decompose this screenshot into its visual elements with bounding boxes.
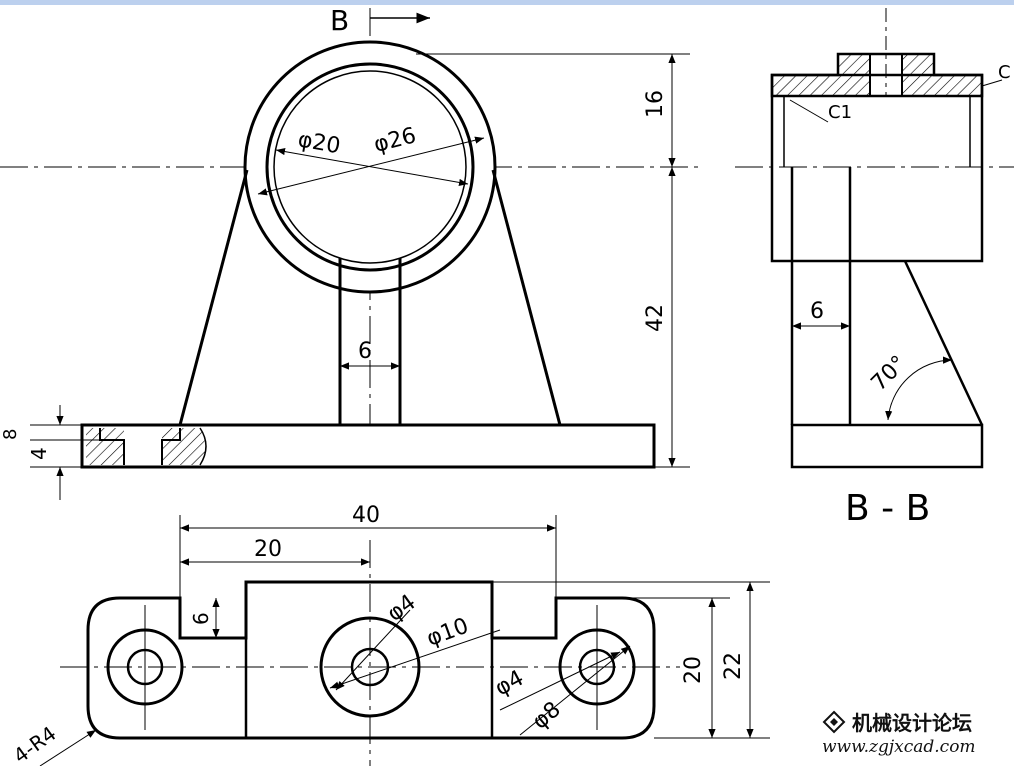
dim-r4-label: 4-R4 xyxy=(9,721,61,766)
phi4-right-leader xyxy=(499,651,621,711)
dim-42-label: 42 xyxy=(643,304,668,332)
top-view-text: 40 20 6 φ4 φ10 φ4 φ8 20 22 4-R4 xyxy=(9,503,746,766)
top-bar xyxy=(0,0,1014,5)
angle-arc xyxy=(885,356,953,421)
chamfer-leader xyxy=(789,99,829,123)
side-dim-rib-label: 6 xyxy=(810,299,824,324)
dim-20-label: 20 xyxy=(254,537,282,562)
left-leg xyxy=(178,169,249,426)
dim-20v-label: 20 xyxy=(681,656,706,684)
phi4-leader xyxy=(335,609,411,691)
dim-6-label: 6 xyxy=(189,612,213,625)
dia26-line xyxy=(257,136,485,196)
section-mark-label: B xyxy=(330,4,349,37)
dim-22v-label: 22 xyxy=(721,652,746,680)
watermark: 机械设计论坛 www.zgjxcad.com xyxy=(822,710,976,757)
dim-base-label: 4 xyxy=(27,447,51,460)
side-housing xyxy=(770,73,984,263)
center-hole-outer xyxy=(319,616,421,718)
phi10-leader xyxy=(329,629,501,689)
watermark-url: www.zgjxcad.com xyxy=(822,737,976,757)
side-view-text: C1 C 6 70° B - B xyxy=(810,62,1011,529)
r4-leader xyxy=(39,729,97,766)
phi8-right-leader xyxy=(519,645,631,736)
chamfer-leader-right xyxy=(981,79,1003,87)
side-view xyxy=(735,8,1014,469)
dim-angle-label: 70° xyxy=(867,351,912,396)
top-outline xyxy=(86,580,656,740)
dim-40-label: 40 xyxy=(352,503,380,528)
watermark-name: 机械设计论坛 xyxy=(852,711,972,735)
right-leg xyxy=(491,169,562,426)
dim-phi4-right-label: φ4 xyxy=(491,666,528,701)
dim-16-label: 16 xyxy=(643,90,668,118)
dim-c1-label: C1 xyxy=(828,102,852,123)
base-hatch-right xyxy=(162,428,206,465)
dim-rib-label: 6 xyxy=(358,339,372,364)
dim-c-right-label: C xyxy=(998,62,1011,83)
dim-phi10-label: φ10 xyxy=(424,614,473,652)
section-title: B - B xyxy=(845,488,930,529)
dim-base-small-label: 8 xyxy=(0,429,21,440)
side-sloped-support xyxy=(903,260,984,426)
top-view xyxy=(39,515,770,766)
base-hatch-left xyxy=(86,428,124,465)
front-view xyxy=(0,8,700,500)
center-hole-inner xyxy=(350,647,390,687)
base-broken-edge xyxy=(199,427,207,466)
base-hole-outline xyxy=(99,428,181,465)
diamond-logo-icon xyxy=(822,710,846,734)
side-base xyxy=(790,423,984,469)
